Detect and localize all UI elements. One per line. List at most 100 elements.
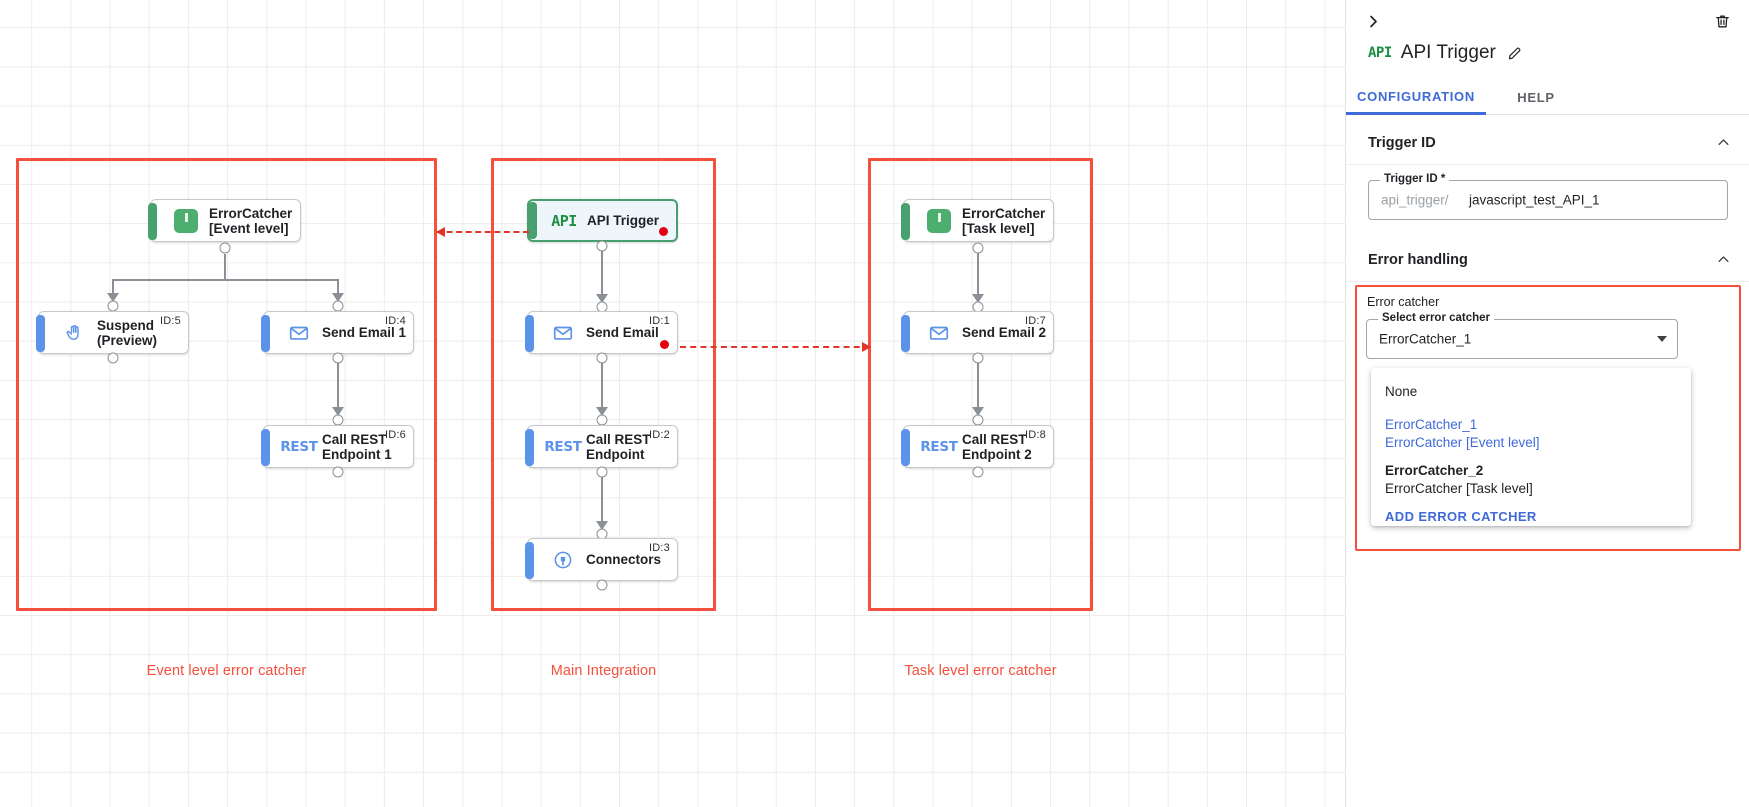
edge-arrow (596, 294, 608, 303)
node-port-out[interactable] (107, 352, 119, 364)
error-catcher-dropdown-menu[interactable]: None ErrorCatcher_1 ErrorCatcher [Event … (1371, 368, 1691, 526)
section-title: Trigger ID (1368, 134, 1436, 151)
group-caption-task-level: Task level error catcher (904, 663, 1057, 679)
edge-arrow (972, 407, 984, 416)
menu-item-subtitle: ErrorCatcher [Event level] (1385, 435, 1540, 450)
rest-icon-text: REST (280, 438, 318, 455)
node-call-rest-endpoint[interactable]: REST Call REST Endpoint ID:2 (525, 425, 678, 468)
rest-icon: REST (280, 434, 318, 460)
node-port-out[interactable] (219, 242, 231, 254)
panel-top-bar (1346, 0, 1749, 40)
edit-title-button[interactable] (1505, 43, 1525, 63)
node-id-label: ID:3 (649, 542, 670, 554)
error-catcher-label: Error catcher (1367, 295, 1440, 309)
node-port-out[interactable] (972, 466, 984, 478)
rest-icon: REST (920, 434, 958, 460)
node-port-out[interactable] (332, 352, 344, 364)
node-port-in[interactable] (332, 300, 344, 312)
edge-line (601, 251, 603, 295)
collapse-panel-button[interactable] (1360, 8, 1386, 34)
menu-item-subtitle: ErrorCatcher [Task level] (1385, 481, 1533, 496)
node-port-out[interactable] (596, 352, 608, 364)
menu-item-error-catcher-2[interactable]: ErrorCatcher_2 ErrorCatcher [Task level] (1371, 458, 1691, 502)
node-port-out[interactable] (596, 240, 608, 252)
node-accent-bar (901, 203, 910, 240)
select-error-catcher-value: ErrorCatcher_1 (1379, 331, 1472, 347)
node-send-email-2[interactable]: Send Email 2 ID:7 (901, 311, 1054, 354)
menu-item-title: None (1385, 384, 1418, 399)
node-id-label: ID:4 (385, 315, 406, 327)
node-error-catcher-task-level[interactable]: ErrorCatcher [Task level] (901, 199, 1054, 242)
select-error-catcher[interactable]: Select error catcher ErrorCatcher_1 (1366, 312, 1678, 359)
workflow-canvas[interactable]: Event level error catcher Main Integrati… (0, 0, 1345, 807)
node-port-in[interactable] (107, 300, 119, 312)
menu-item-error-catcher-1[interactable]: ErrorCatcher_1 ErrorCatcher [Event level… (1371, 412, 1691, 456)
menu-item-none[interactable]: None (1371, 374, 1691, 410)
delete-trigger-button[interactable] (1709, 8, 1735, 34)
envelope-icon (926, 320, 952, 346)
error-link-trigger-to-event-catcher (436, 227, 529, 237)
node-api-trigger[interactable]: API API Trigger (527, 199, 678, 242)
node-port-out[interactable] (596, 579, 608, 591)
node-label: API Trigger (587, 213, 660, 228)
group-caption-main-integration: Main Integration (550, 663, 657, 679)
api-icon: API (1368, 45, 1392, 61)
node-send-email[interactable]: Send Email ID:1 (525, 311, 678, 354)
envelope-icon (550, 320, 576, 346)
group-box-task-level (868, 158, 1093, 611)
node-accent-bar (36, 315, 45, 352)
node-id-label: ID:5 (160, 315, 181, 327)
node-accent-bar (901, 315, 910, 352)
node-error-dot (660, 340, 669, 349)
node-port-out[interactable] (972, 352, 984, 364)
edge-line (601, 477, 603, 521)
trigger-id-field-label: Trigger ID * (1380, 173, 1450, 185)
rest-icon: REST (544, 434, 582, 460)
menu-item-title: ErrorCatcher_2 (1385, 463, 1484, 478)
chevron-up-icon[interactable] (1714, 251, 1732, 269)
node-port-in[interactable] (972, 414, 984, 426)
node-port-out[interactable] (972, 242, 984, 254)
edge-line (977, 363, 979, 407)
node-send-email-1[interactable]: Send Email 1 ID:4 (261, 311, 414, 354)
node-port-out[interactable] (332, 466, 344, 478)
add-error-catcher-button[interactable]: ADD ERROR CATCHER (1385, 509, 1537, 524)
edge-arrow (596, 407, 608, 416)
trigger-id-field[interactable]: Trigger ID * api_trigger/ javascript_tes… (1368, 173, 1728, 220)
node-error-catcher-event-level[interactable]: ErrorCatcher [Event level] (148, 199, 301, 242)
chevron-down-icon[interactable] (1657, 336, 1667, 342)
trigger-id-input[interactable]: javascript_test_API_1 (1469, 192, 1600, 208)
chevron-up-icon[interactable] (1714, 134, 1732, 152)
api-icon-text: API (551, 211, 577, 230)
node-label: Send Email 2 (962, 325, 1047, 340)
node-label: Suspend (Preview) (97, 317, 158, 348)
section-title: Error handling (1368, 251, 1468, 268)
node-suspend[interactable]: Suspend (Preview) ID:5 (36, 311, 189, 354)
api-icon: API (551, 208, 577, 234)
node-connectors[interactable]: Connectors ID:3 (525, 538, 678, 581)
node-label: ErrorCatcher [Event level] (209, 205, 293, 236)
node-accent-bar (525, 542, 534, 579)
tab-help[interactable]: HELP (1517, 90, 1555, 105)
node-port-out[interactable] (596, 466, 608, 478)
node-label: ErrorCatcher [Task level] (962, 205, 1046, 236)
node-id-label: ID:6 (385, 429, 406, 441)
node-accent-bar (525, 315, 534, 352)
node-port-in[interactable] (332, 414, 344, 426)
panel-title-row: API API Trigger (1368, 42, 1525, 64)
node-label: Send Email 1 (322, 325, 407, 340)
section-header-error-handling[interactable]: Error handling (1346, 238, 1749, 282)
edge-line (977, 253, 979, 295)
node-label: Send Email (586, 325, 659, 340)
node-call-rest-endpoint-1[interactable]: REST Call REST Endpoint 1 ID:6 (261, 425, 414, 468)
edge-arrow (972, 294, 984, 303)
tab-configuration[interactable]: CONFIGURATION (1346, 80, 1486, 115)
node-call-rest-endpoint-2[interactable]: REST Call REST Endpoint 2 ID:8 (901, 425, 1054, 468)
edge-arrow (332, 407, 344, 416)
section-header-trigger-id[interactable]: Trigger ID (1346, 121, 1749, 165)
node-error-dot (659, 227, 668, 236)
node-port-in[interactable] (596, 414, 608, 426)
edge-arrow (596, 521, 608, 530)
envelope-icon (286, 320, 312, 346)
